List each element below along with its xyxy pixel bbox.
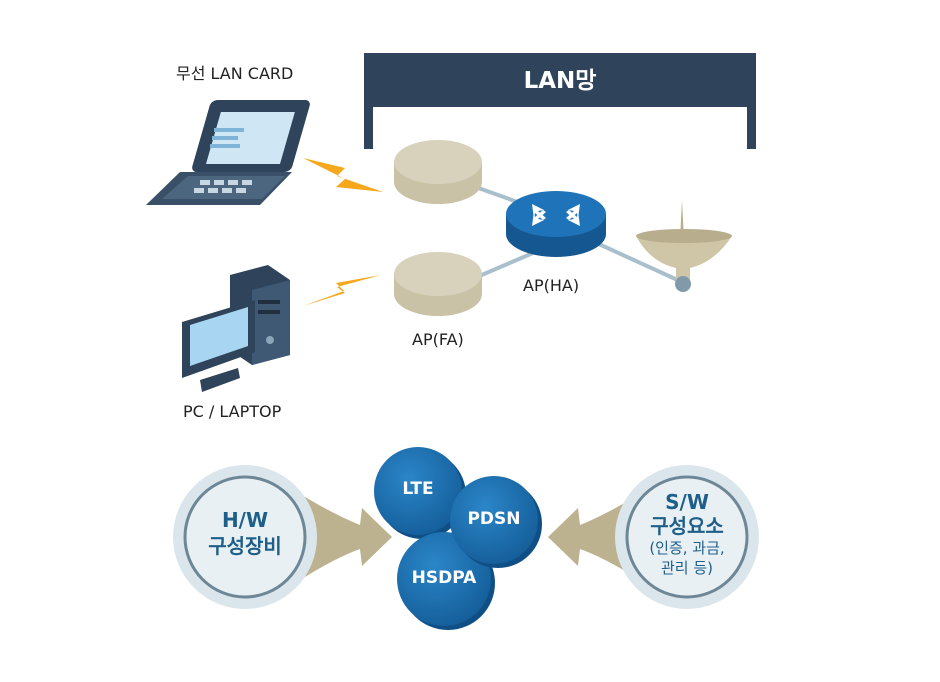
antenna-dish-icon <box>636 200 732 292</box>
bubble-lte <box>374 447 466 539</box>
bubble-pdsn <box>450 476 542 568</box>
hw-line1: H/W <box>221 508 269 532</box>
router-icon <box>506 191 606 257</box>
desktop-pc-icon <box>182 265 290 392</box>
bubble-pdsn-label: PDSN <box>467 509 521 529</box>
sw-line4: 관리 등) <box>660 559 714 577</box>
bubble-hsdpa-label: HSDPA <box>411 568 477 588</box>
sw-line3: (인증, 과금, <box>649 539 725 557</box>
hw-line2: 구성장비 <box>208 534 282 558</box>
wireless-card-label: 무선 LAN CARD <box>176 64 294 83</box>
ap-fa-label: AP(FA) <box>412 330 464 349</box>
sw-ring <box>615 465 759 609</box>
sw-arrow <box>548 494 640 580</box>
lan-title: LAN망 <box>523 68 597 94</box>
wireless-bolt-icon <box>303 158 383 306</box>
ap-ha-label: AP(HA) <box>523 276 580 295</box>
hw-arrow <box>300 494 392 580</box>
hw-ring <box>173 465 317 609</box>
laptop-icon <box>146 100 310 205</box>
sw-line2: 구성요소 <box>650 514 724 538</box>
ap-fa-disk <box>394 252 482 316</box>
hw-text: H/W 구성장비 <box>185 507 305 559</box>
sw-line1: S/W <box>665 490 709 514</box>
ap-fa-top-disk <box>394 140 482 204</box>
bubble-lte-label: LTE <box>402 479 434 499</box>
pc-laptop-label: PC / LAPTOP <box>183 402 282 421</box>
lan-bracket <box>364 53 756 149</box>
sw-text: S/W 구성요소 (인증, 과금, 관리 등) <box>627 490 747 578</box>
